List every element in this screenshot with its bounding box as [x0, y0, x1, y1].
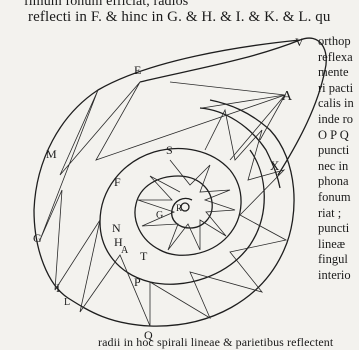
bottom-cut-text-line: radii in hoc spirali lineae & parietibus…: [98, 335, 334, 349]
label-r: R: [176, 203, 182, 213]
column-line: inde ro: [318, 111, 354, 126]
inner-spiral-ring-3: [171, 197, 213, 229]
label-h: H: [114, 235, 123, 249]
reflection-rays-from-a: [169, 81, 286, 161]
label-n: N: [112, 221, 121, 235]
label-p: P: [134, 275, 141, 289]
label-g-outer: G: [33, 231, 42, 245]
column-line: fingul: [318, 252, 348, 267]
column-line: puncti: [318, 143, 350, 158]
spiral-center: [180, 202, 190, 212]
label-v: V: [295, 35, 304, 49]
label-a-inner: A: [121, 245, 129, 256]
horn-upper-wall: [139, 37, 327, 176]
label-t: T: [140, 249, 148, 263]
column-line: riat ;: [318, 205, 342, 220]
label-a: A: [282, 89, 293, 104]
column-line: mente: [318, 65, 349, 80]
column-line: interio: [318, 267, 351, 282]
column-line: calis in: [318, 96, 354, 111]
label-q: Q: [144, 328, 153, 342]
top-cut-text-line: fimum fonum efficiat, radios: [24, 0, 189, 9]
column-line: ri pacti: [318, 80, 354, 95]
column-line: reflexa: [318, 49, 353, 64]
column-line: lineæ: [318, 236, 346, 251]
inner-spiral-ring-1: [99, 147, 265, 285]
outer-spiral-wall: [33, 39, 301, 327]
label-g-center: G: [156, 210, 163, 221]
column-line: fonum: [318, 189, 351, 204]
column-line: nec in: [318, 158, 349, 173]
right-text-column: orthop reflexa mente ri pacti calis in i…: [318, 34, 359, 284]
label-i: I: [56, 281, 60, 295]
label-l: L: [64, 297, 70, 308]
column-line: puncti: [318, 221, 350, 236]
reflection-rays-inner: [137, 159, 236, 251]
label-s: S: [166, 143, 173, 157]
label-m: M: [46, 147, 57, 161]
label-x: X: [270, 158, 280, 173]
column-line: orthop: [318, 34, 351, 48]
label-e: E: [134, 63, 141, 77]
first-text-line: reflecti in F. & hinc in G. & H. & I. & …: [28, 9, 331, 25]
label-f: F: [114, 175, 121, 189]
inner-spiral-ring-2: [134, 169, 242, 256]
reflection-rays-outer: [39, 81, 288, 327]
column-line: phona: [318, 174, 349, 189]
column-line: O P Q: [318, 127, 349, 142]
horn-inner-wall: [199, 107, 281, 189]
